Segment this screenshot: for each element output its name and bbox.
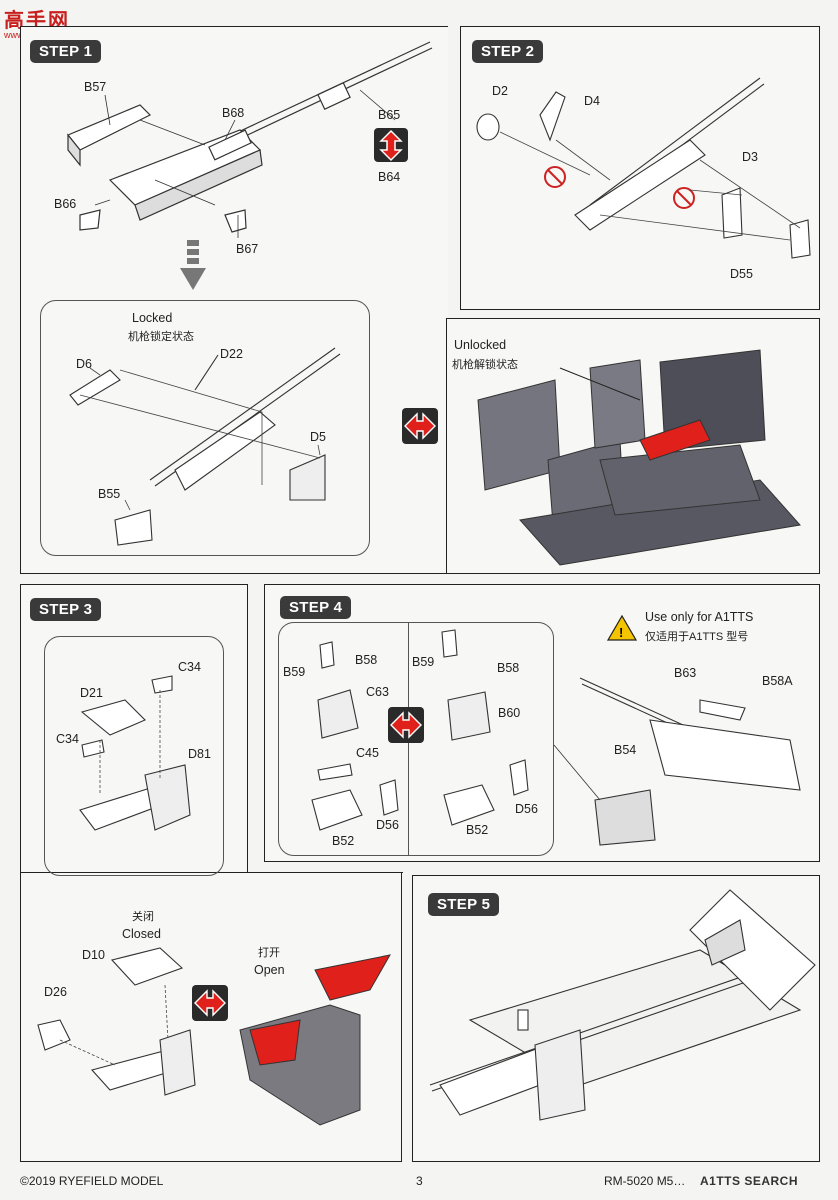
part-label-c63: C63 bbox=[366, 685, 389, 699]
part-label-b58-right: B58 bbox=[497, 661, 520, 675]
part-label-b67: B67 bbox=[236, 242, 259, 256]
part-label-d81: D81 bbox=[188, 747, 211, 761]
part-label-d56-right: D56 bbox=[515, 802, 538, 816]
step3-panel bbox=[20, 584, 248, 874]
part-label-b52-right: B52 bbox=[466, 823, 489, 837]
step1-title: STEP 1 bbox=[30, 40, 102, 63]
unlocked-title: Unlocked bbox=[454, 338, 507, 352]
tts-note-cn: 仅适用于A1TTS 型号 bbox=[645, 631, 749, 643]
part-label-b68: B68 bbox=[222, 106, 245, 120]
part-label-d22: D22 bbox=[220, 347, 243, 361]
part-label-b58-left: B58 bbox=[355, 653, 378, 667]
step4-subpanel bbox=[278, 622, 554, 856]
part-label-b65: B65 bbox=[378, 108, 401, 122]
part-label-d2: D2 bbox=[492, 84, 508, 98]
closed-label: Closed bbox=[122, 927, 161, 941]
part-label-b64: B64 bbox=[378, 170, 401, 184]
part-label-b60: B60 bbox=[498, 706, 521, 720]
page-number: 3 bbox=[416, 1174, 423, 1188]
part-label-b57: B57 bbox=[84, 80, 107, 94]
part-label-d3: D3 bbox=[742, 150, 758, 164]
part-label-b66: B66 bbox=[54, 197, 77, 211]
step3-divider bbox=[247, 872, 403, 873]
part-label-b52-left: B52 bbox=[332, 834, 355, 848]
locked-title-cn: 机枪锁定状态 bbox=[128, 331, 194, 343]
part-label-b59-right: B59 bbox=[412, 655, 435, 669]
part-label-c34-top: C34 bbox=[178, 660, 201, 674]
part-label-b54: B54 bbox=[614, 743, 637, 757]
product-code: RM-5020 M5… bbox=[604, 1174, 686, 1188]
part-label-d10: D10 bbox=[82, 948, 105, 962]
closed-label-cn: 关闭 bbox=[132, 911, 154, 923]
open-label-cn: 打开 bbox=[258, 947, 280, 959]
part-label-d21: D21 bbox=[80, 686, 103, 700]
tts-note: Use only for A1TTS bbox=[645, 610, 754, 624]
part-label-d4: D4 bbox=[584, 94, 600, 108]
part-label-d6: D6 bbox=[76, 357, 92, 371]
part-label-d5: D5 bbox=[310, 430, 326, 444]
open-label: Open bbox=[254, 963, 285, 977]
step3-subpanel bbox=[44, 636, 224, 876]
locked-title: Locked bbox=[132, 311, 173, 325]
part-label-d26: D26 bbox=[44, 985, 67, 999]
part-label-c34-left: C34 bbox=[56, 732, 79, 746]
step1-locked-subpanel bbox=[40, 300, 370, 556]
part-label-b58a: B58A bbox=[762, 674, 793, 688]
copyright: ©2019 RYEFIELD MODEL bbox=[20, 1174, 164, 1188]
part-label-b63: B63 bbox=[674, 666, 697, 680]
part-label-b55: B55 bbox=[98, 487, 121, 501]
part-label-c45: C45 bbox=[356, 746, 379, 760]
part-label-d55: D55 bbox=[730, 267, 753, 281]
part-label-d56-left: D56 bbox=[376, 818, 399, 832]
step2-title: STEP 2 bbox=[472, 40, 544, 63]
step3-title: STEP 3 bbox=[30, 598, 102, 621]
step4-title: STEP 4 bbox=[280, 596, 352, 619]
watermark: A1TTS SEARCH bbox=[700, 1174, 799, 1188]
svg-text:!: ! bbox=[619, 625, 623, 640]
unlocked-title-cn: 机枪解锁状态 bbox=[452, 359, 518, 371]
step5-title: STEP 5 bbox=[428, 893, 500, 916]
part-label-b59-left: B59 bbox=[283, 665, 306, 679]
